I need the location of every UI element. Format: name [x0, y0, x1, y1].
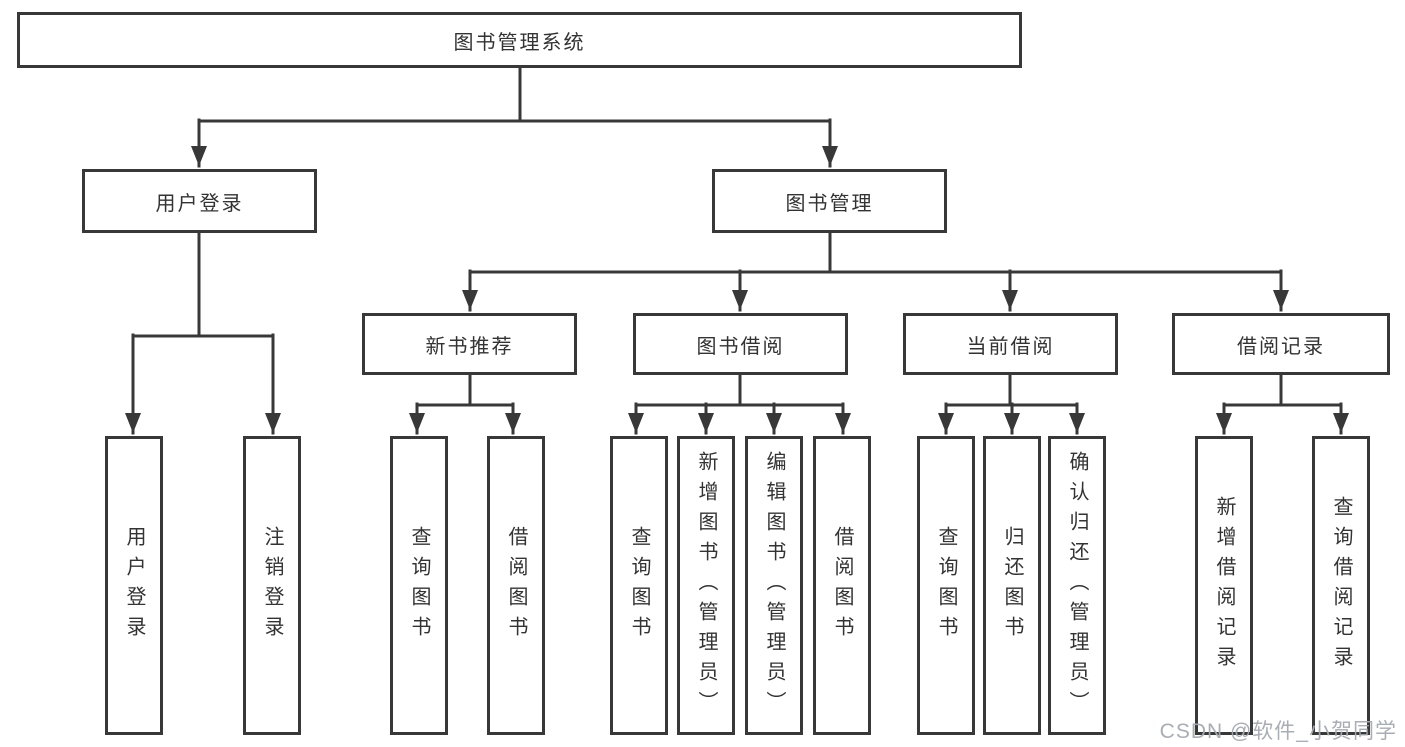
- connector-current-children: [938, 373, 1085, 435]
- node-book-management: 图书管理: [712, 169, 947, 233]
- node-borrowing-records: 借阅记录: [1172, 313, 1390, 375]
- connector-borrowing-children: [628, 373, 851, 435]
- leaf-confirm-return-admin: 确认归还（管理员）: [1048, 436, 1106, 735]
- leaf-add-book-admin: 新增图书（管理员）: [677, 436, 735, 735]
- node-current-borrowing: 当前借阅: [903, 313, 1118, 375]
- connector-root-to-level2: [191, 66, 838, 168]
- node-book-borrowing: 图书借阅: [633, 313, 848, 375]
- leaf-query-books: 查询图书: [610, 436, 668, 735]
- leaf-logout: 注销登录: [243, 436, 301, 735]
- leaf-return-books: 归还图书: [983, 436, 1041, 735]
- csdn-watermark: CSDN @软件_小贺同学: [1159, 720, 1397, 743]
- leaf-borrow-books: 借阅图书: [487, 436, 545, 735]
- node-library-management-system: 图书管理系统: [17, 12, 1022, 68]
- node-new-book-recommendation: 新书推荐: [362, 313, 577, 375]
- leaf-query-books: 查询图书: [390, 436, 448, 735]
- leaf-add-borrowing-record: 新增借阅记录: [1195, 436, 1253, 735]
- leaf-edit-book-admin: 编辑图书（管理员）: [745, 436, 803, 735]
- node-user-login: 用户登录: [82, 169, 317, 233]
- leaf-borrow-books: 借阅图书: [813, 436, 871, 735]
- connector-book-mgmt-to-level3: [462, 231, 1289, 312]
- leaf-query-books: 查询图书: [917, 436, 975, 735]
- connector-user-login-children: [125, 231, 281, 435]
- connector-new-rec-children: [409, 373, 521, 435]
- leaf-query-borrowing-record: 查询借阅记录: [1312, 436, 1370, 735]
- leaf-user-login: 用户登录: [105, 436, 163, 735]
- connector-records-children: [1216, 373, 1349, 435]
